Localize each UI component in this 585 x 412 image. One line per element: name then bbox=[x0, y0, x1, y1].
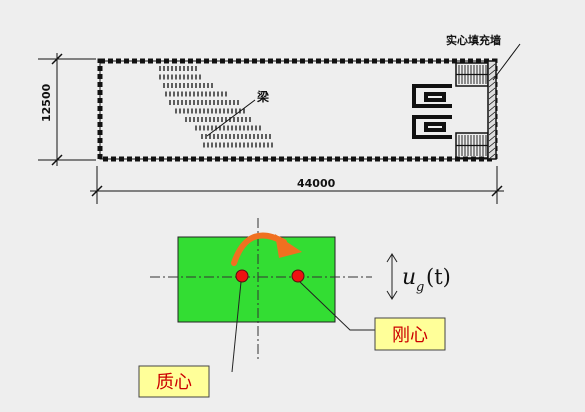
stiffness-center-leader bbox=[299, 281, 376, 331]
plan-outline bbox=[99, 60, 496, 160]
wall-hatch-mark bbox=[488, 63, 496, 70]
ground-motion-label: u g (t) bbox=[402, 265, 451, 295]
wall-hatch-mark bbox=[488, 99, 496, 106]
mass-center-tag bbox=[138, 365, 210, 398]
torsion-arrow-head bbox=[275, 234, 302, 258]
stiffness-center-tag bbox=[374, 317, 446, 351]
building-plan: 梁 实心填充墙 12500 44000 bbox=[38, 33, 521, 204]
wall-hatch-mark bbox=[488, 75, 496, 82]
width-dimension: 12500 bbox=[38, 53, 96, 166]
infill-wall-hatching bbox=[488, 63, 496, 160]
ground-motion-arrow bbox=[386, 253, 398, 300]
perimeter-columns bbox=[97, 58, 498, 162]
wall-hatch-mark bbox=[488, 117, 496, 124]
floor-slab bbox=[177, 236, 336, 323]
ground-motion-symbol: u bbox=[402, 265, 416, 290]
wall-hatch-mark bbox=[488, 69, 496, 76]
core-wall-lower bbox=[412, 115, 452, 139]
stair-lower bbox=[455, 132, 489, 159]
infill-wall bbox=[487, 60, 497, 160]
stiffness-center-label: 刚心 bbox=[392, 325, 428, 346]
wall-hatch-mark bbox=[488, 135, 496, 142]
wall-hatch-mark bbox=[488, 87, 496, 94]
wall-hatch-mark bbox=[488, 141, 496, 148]
torsion-model: u g (t) 质心 刚心 bbox=[138, 218, 451, 398]
ground-motion-subscript: g bbox=[416, 280, 424, 295]
width-dimension-text: 12500 bbox=[40, 83, 53, 122]
wall-hatch-mark bbox=[488, 153, 496, 160]
mass-center-dot bbox=[235, 269, 249, 283]
wall-hatch-mark bbox=[488, 93, 496, 100]
beam-leader-line bbox=[206, 99, 256, 137]
infill-wall-label: 实心填充墙 bbox=[446, 33, 501, 47]
wall-hatch-mark bbox=[488, 123, 496, 130]
beam-label: 梁 bbox=[256, 89, 269, 104]
mass-center-label: 质心 bbox=[156, 372, 192, 393]
stiffness-center-dot bbox=[291, 269, 305, 283]
wall-hatch-mark bbox=[488, 111, 496, 118]
infill-wall-leader-line bbox=[492, 43, 521, 81]
wall-hatch-mark bbox=[488, 147, 496, 154]
wall-hatch-mark bbox=[488, 105, 496, 112]
mass-center-leader bbox=[231, 281, 242, 373]
wall-hatch-mark bbox=[488, 81, 496, 88]
stair-upper bbox=[455, 62, 489, 87]
length-dimension-text: 44000 bbox=[297, 177, 336, 190]
length-dimension: 44000 bbox=[90, 166, 504, 204]
wall-hatch-mark bbox=[488, 129, 496, 136]
beam-hatching bbox=[159, 66, 273, 148]
ground-motion-argument: (t) bbox=[426, 265, 451, 289]
core-wall-upper bbox=[412, 84, 452, 108]
